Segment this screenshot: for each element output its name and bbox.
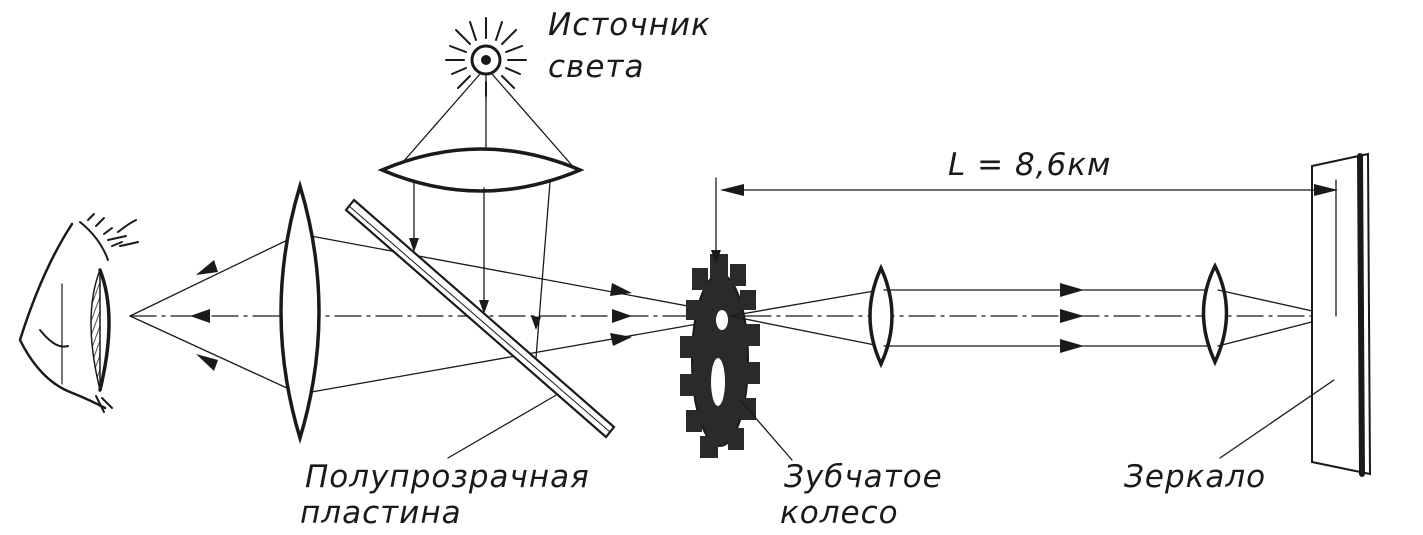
focusing-lens-2 <box>1204 266 1227 362</box>
mirror-icon <box>1312 154 1370 474</box>
half-silvered-plate <box>346 200 614 437</box>
eye-icon <box>20 214 138 412</box>
label-wheel-line2: колесо <box>780 495 899 531</box>
main-beam-rays <box>130 234 720 394</box>
label-light-source-line2: света <box>548 49 645 85</box>
label-plate-line2: пластина <box>300 495 462 531</box>
collimating-lens-1 <box>870 268 892 364</box>
parallel-beams <box>884 290 1216 346</box>
label-light-source-line1: Источник <box>548 7 711 43</box>
leader-lines <box>448 380 1334 460</box>
toothed-wheel-icon <box>680 254 760 458</box>
label-wheel-line1: Зубчатое <box>784 459 943 495</box>
label-distance: L = 8,6км <box>948 147 1112 183</box>
wheel-to-lens-rays <box>730 290 880 346</box>
condenser-lens <box>382 149 580 191</box>
label-mirror: Зеркало <box>1124 459 1267 495</box>
label-plate-line1: Полупрозрачная <box>305 459 590 495</box>
parallel-beam-arrows <box>1060 283 1084 353</box>
arrows-to-wheel <box>610 283 632 346</box>
eyepiece-lens <box>281 186 319 438</box>
condenser-rays <box>409 180 550 358</box>
arrows-to-eye <box>190 260 218 371</box>
distance-dimension <box>720 180 1338 316</box>
